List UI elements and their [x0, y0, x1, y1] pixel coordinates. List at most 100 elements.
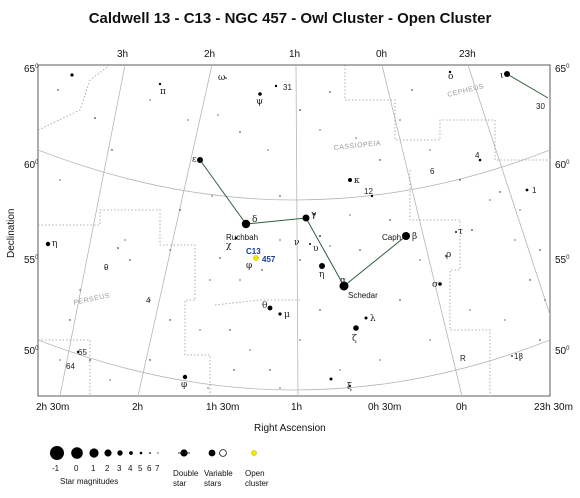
svg-text:1h: 1h — [291, 402, 302, 413]
svg-text:600: 600 — [555, 160, 570, 171]
star-31 — [274, 84, 278, 88]
name-caph: Caph — [382, 233, 401, 242]
svg-text:23h 30m: 23h 30m — [534, 402, 573, 413]
svg-text:ψ: ψ — [256, 97, 263, 107]
svg-text:star: star — [173, 479, 187, 488]
svg-text:6: 6 — [430, 167, 435, 176]
legend-mag-2 — [104, 449, 112, 457]
svg-text:α: α — [340, 276, 346, 286]
faint-stars — [57, 77, 546, 389]
star-eta — [319, 263, 325, 269]
svg-text:3: 3 — [117, 464, 122, 473]
svg-text:2h: 2h — [204, 49, 215, 60]
star-gamma — [302, 214, 310, 222]
bright-stars — [45, 70, 529, 381]
svg-text:ρ: ρ — [446, 250, 451, 260]
star-phi — [182, 374, 188, 380]
svg-text:ω: ω — [218, 73, 225, 83]
svg-text:ι: ι — [500, 71, 504, 81]
svg-text:6: 6 — [147, 464, 152, 473]
star-schedar — [339, 281, 349, 291]
svg-text:0h: 0h — [376, 49, 387, 60]
svg-text:4: 4 — [128, 464, 133, 473]
star-mu — [278, 312, 282, 316]
star-omicron — [448, 70, 452, 74]
svg-text:δ: δ — [252, 215, 257, 225]
svg-text:stars: stars — [204, 479, 221, 488]
legend-mag-0 — [71, 447, 83, 459]
greek-labels: ε δ γ β α η κ χ φ ν υ ω ψ θ μ λ ζ σ ρ τ … — [52, 71, 504, 392]
svg-text:4: 4 — [146, 296, 151, 305]
svg-text:31: 31 — [283, 83, 292, 92]
svg-text:650: 650 — [24, 64, 39, 75]
legend-mag-7 — [157, 452, 159, 454]
svg-text:23h: 23h — [459, 49, 476, 60]
svg-text:υ: υ — [313, 244, 319, 254]
boundary-cassiopeia-east — [409, 170, 491, 396]
star-sigma — [438, 282, 442, 286]
svg-text:Variable: Variable — [204, 469, 233, 478]
legend-magnitudes-caption: Star magnitudes — [60, 477, 118, 486]
number-labels: 31 12 4 6 1 9 4 65 64 18 30 R — [66, 83, 545, 371]
svg-text:18: 18 — [514, 352, 523, 361]
legend-mag-6 — [149, 452, 151, 454]
svg-text:1: 1 — [91, 464, 96, 473]
legend-mag-3 — [117, 450, 123, 456]
star-eta-left — [45, 241, 51, 247]
legend-mag-m1 — [50, 446, 64, 460]
star-kappa — [348, 178, 352, 182]
svg-text:1: 1 — [532, 186, 537, 195]
left-axis: 650 600 550 500 — [24, 64, 39, 357]
legend-open-cluster — [251, 450, 257, 456]
svg-text:600: 600 — [24, 160, 39, 171]
star-4-right — [478, 158, 482, 162]
dec-grid-50 — [38, 339, 550, 391]
star-left-top — [70, 73, 74, 77]
star-epsilon — [197, 157, 203, 163]
star-1 — [525, 188, 529, 192]
svg-text:64: 64 — [66, 362, 75, 371]
svg-text:1h: 1h — [289, 49, 300, 60]
svg-text:ο: ο — [448, 72, 453, 82]
legend-mag-1 — [89, 448, 99, 458]
svg-text:500: 500 — [555, 346, 570, 357]
svg-text:ξ: ξ — [347, 382, 352, 392]
boundary-mid — [214, 299, 300, 306]
svg-text:ε: ε — [192, 155, 197, 165]
svg-text:30: 30 — [536, 102, 545, 111]
ngc457-marker — [253, 255, 259, 261]
star-ruchbah — [241, 219, 251, 229]
legend-variable-star-filled — [208, 449, 216, 457]
ra-grid-23h — [467, 65, 550, 317]
legend-variable-star-open — [219, 449, 227, 457]
svg-text:65: 65 — [78, 348, 87, 357]
svg-text:Open: Open — [245, 469, 265, 478]
svg-text:2h: 2h — [132, 402, 143, 413]
svg-text:ν: ν — [294, 238, 299, 248]
star-nu — [329, 377, 333, 381]
name-ruchbah: Ruchbah — [226, 233, 258, 242]
svg-text:η: η — [319, 270, 324, 280]
star-iota — [504, 71, 510, 77]
svg-text:φ: φ — [181, 380, 187, 390]
star-zeta — [353, 325, 359, 331]
svg-text:550: 550 — [555, 255, 570, 266]
legend: -1 0 1 2 3 4 5 6 7 Star magnitudes Doubl… — [50, 446, 269, 488]
svg-text:θ: θ — [262, 301, 267, 311]
svg-text:0h 30m: 0h 30m — [368, 402, 401, 413]
right-axis: 650 600 550 500 — [555, 64, 570, 357]
star-12 — [370, 194, 374, 198]
ra-grid-1h — [295, 65, 299, 396]
svg-text:2h 30m: 2h 30m — [36, 402, 69, 413]
star-psi — [258, 92, 262, 96]
svg-text:cluster: cluster — [245, 479, 269, 488]
top-axis: 3h 2h 1h 0h 23h — [117, 49, 476, 60]
svg-text:3h: 3h — [117, 49, 128, 60]
svg-text:4: 4 — [475, 151, 480, 160]
svg-text:τ: τ — [458, 227, 463, 237]
boundary-perseus — [38, 209, 211, 396]
svg-text:ζ: ζ — [352, 334, 357, 344]
svg-text:0: 0 — [74, 464, 79, 473]
svg-text:η: η — [52, 239, 57, 249]
